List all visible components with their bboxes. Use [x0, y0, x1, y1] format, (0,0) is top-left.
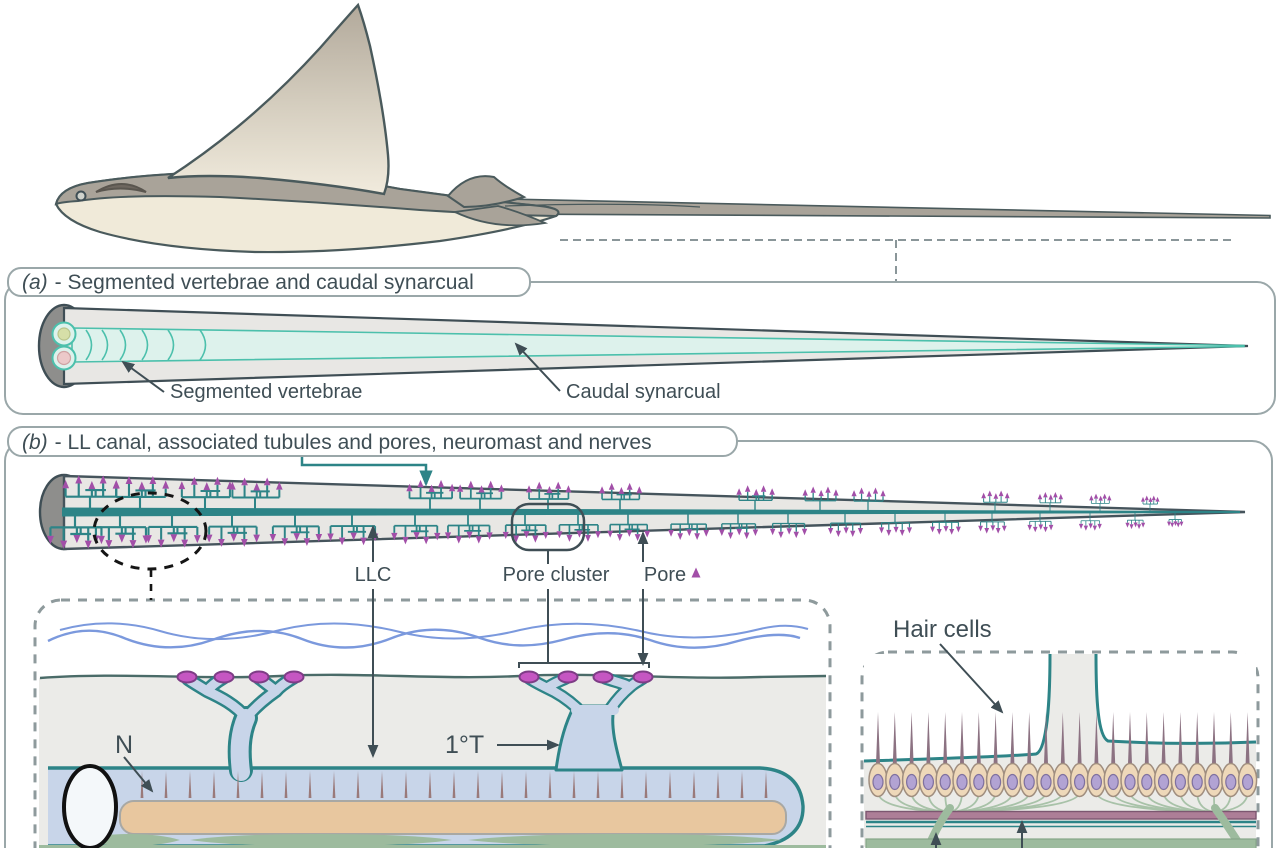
haircell-detail-panel: Hair cells: [860, 616, 1260, 848]
tail-region-dashed-locator: [560, 239, 1236, 286]
canal-opening: [62, 764, 118, 848]
mauve-band: [865, 810, 1257, 820]
primary-tubule-label: 1°T: [445, 731, 484, 759]
pore-cluster-label: Pore cluster: [503, 564, 610, 586]
n-arrow: [123, 756, 154, 793]
tubule-tree-1: [181, 671, 300, 782]
llc-label: LLC: [355, 564, 392, 586]
hair-cell-row: [868, 712, 1258, 798]
pore-legend-icon: [691, 567, 701, 578]
panel-a: (a)- Segmented vertebrae and caudal syna…: [4, 267, 1276, 415]
pore-cluster-outline: [510, 502, 586, 552]
water-waves: [47, 622, 809, 649]
panel-a-title-pill: [7, 267, 531, 297]
lateral-line-canal: [62, 507, 1240, 517]
tubule-clusters: [46, 475, 1184, 549]
b-title-pointer: [300, 456, 433, 487]
nerve-fascicles: [78, 834, 782, 846]
nerve-bar: [119, 800, 787, 835]
ray-ventral-fin: [451, 205, 549, 227]
canal-wall-lines: [866, 820, 1256, 828]
panel-b-title-pill: [7, 426, 738, 457]
pore-openings: [176, 670, 654, 684]
ray-spiracle: [95, 183, 147, 193]
green-band: [865, 838, 1257, 848]
annotation-overlay: [149, 570, 650, 758]
vertebra-cross-section: [51, 321, 77, 371]
panel-b-title: (b)- LL canal, associated tubules and po…: [22, 431, 652, 454]
n-label: N: [115, 731, 133, 759]
skin-white-left: [864, 654, 1050, 761]
caudal-synarcual-label: Caudal synarcual: [566, 381, 721, 403]
neuromast-detail-panel: N 1°T: [33, 598, 832, 848]
panel-a-title: (a)- Segmented vertebrae and caudal syna…: [22, 271, 474, 294]
vertebrae-band: [71, 327, 1245, 363]
skin-white-right: [1096, 654, 1256, 744]
ray-fin-line: [504, 203, 701, 208]
ray-tail: [504, 198, 1271, 219]
caudal-synarcual-arrow: [514, 342, 561, 392]
tubule-tree-2: [522, 671, 650, 772]
segmented-vertebrae-arrow: [121, 360, 165, 393]
ray-wing: [167, 2, 390, 196]
hair-cells-arrow: [939, 643, 1004, 714]
canal-tube-wall: [48, 766, 805, 848]
lower-nerve-band: [39, 845, 826, 848]
pore-cluster-bracket: [518, 662, 650, 668]
hair-cells-title: Hair cells: [893, 616, 992, 643]
ray-eye: [75, 190, 87, 202]
vertebra-segment-arcs: [85, 329, 207, 361]
pore-label: Pore: [644, 564, 686, 586]
ray-pelvic-fin: [446, 175, 527, 209]
ray-illustration: [54, 2, 1271, 254]
segmented-vertebrae-label: Segmented vertebrae: [170, 381, 362, 403]
neuromast-spikes: [140, 771, 768, 798]
magnify-dashed-circle: [92, 491, 208, 571]
